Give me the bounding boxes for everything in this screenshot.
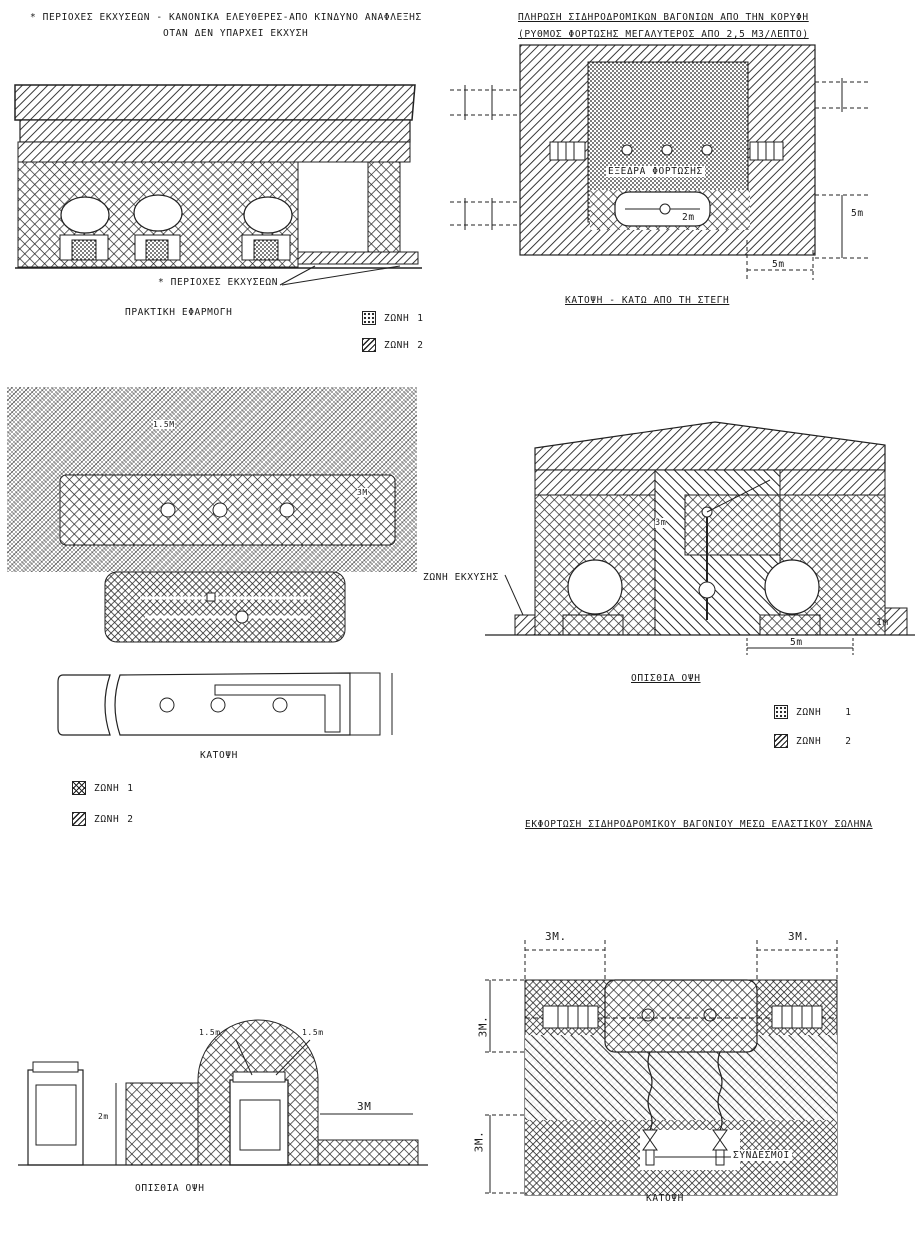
mid-right-rear-elevation (485, 421, 915, 655)
dim-5m: 5m (790, 637, 803, 648)
bottom-left-caption: ΟΠΙΣΘΙΑ ΟΨΗ (135, 1183, 205, 1194)
dim-1-5m: 1.5M (153, 420, 175, 429)
top-left-title-line2: ΟΤΑΝ ΔΕΝ ΥΠΑΡΧΕΙ ΕΚΧΥΣΗ (163, 28, 309, 39)
legend-zone-1: ΖΩΝΗ 1 (774, 705, 852, 719)
dim-5m-horizontal: 5m (772, 259, 785, 270)
zone-1-swatch-icon (72, 781, 86, 795)
legend-num: 1 (845, 706, 852, 718)
dim-3m-side-bottom: 3M. (472, 1130, 486, 1153)
legend-zone-2: ΖΩΝΗ 2 (72, 812, 134, 826)
dim-3m: 3M (357, 488, 368, 497)
bottom-right-plan-diagram (485, 940, 838, 1196)
legend-label: ΖΩΝΗ (94, 813, 120, 825)
top-right-caption: ΚΑΤΟΨΗ - ΚΑΤΩ ΑΠΟ ΤΗ ΣΤΕΓΗ (565, 295, 730, 306)
zone-2-swatch-icon (72, 812, 86, 826)
legend-label: ΖΩΝΗ (384, 339, 410, 351)
dim-2m: 2m (98, 1112, 109, 1121)
top-left-caption: ΠΡΑΚΤΙΚΗ ΕΦΑΡΜΟΓΗ (125, 307, 233, 318)
legend-zone-2: ΖΩΝΗ 2 (362, 338, 424, 352)
legend-num: 2 (417, 339, 424, 351)
legend-zone-1: ΖΩΝΗ 1 (362, 311, 424, 325)
legend-zone-1: ΖΩΝΗ 1 (72, 781, 134, 795)
dim-1m: 1m (876, 617, 889, 628)
bottom-left-rear-elevation (18, 1019, 428, 1166)
mid-right-caption: ΟΠΙΣΘΙΑ ΟΨΗ (631, 673, 701, 684)
dim-1-5m-right: 1.5m (302, 1028, 324, 1037)
dim-2m: 2m (682, 212, 695, 223)
mid-left-legend: ΖΩΝΗ 1 ΖΩΝΗ 2 (72, 781, 134, 826)
dim-3m-top-left: 3M. (545, 930, 567, 943)
dim-3m-top-right: 3M. (788, 930, 810, 943)
legend-num: 2 (127, 813, 134, 825)
dim-3m: 3M (357, 1100, 372, 1113)
zone-1-swatch-icon (774, 705, 788, 719)
legend-num: 1 (127, 782, 134, 794)
bottom-right-caption: ΚΑΤΟΨΗ (646, 1193, 684, 1204)
bottom-right-title: ΕΚΦΟΡΤΩΣΗ ΣΙΔΗΡΟΔΡΟΜΙΚΟΥ ΒΑΓΟΝΙΟΥ ΜΕΣΩ Ε… (525, 819, 873, 830)
zone-2-swatch-icon (362, 338, 376, 352)
top-right-plan-diagram (450, 44, 870, 280)
spill-zone-label: ΖΩΝΗ ΕΚΧΥΣΗΣ (423, 572, 499, 583)
zone-1-swatch-icon (362, 311, 376, 325)
connectors-label: ΣΥΝΔΕΣΜΟΙ (731, 1150, 792, 1161)
dim-5m-vertical: 5m (851, 208, 864, 219)
mid-left-plan-diagram (7, 387, 417, 643)
loading-arm-label: ΕΞΕΔΡΑ ΦΟΡΤΩΣΗΣ (606, 166, 705, 177)
legend-num: 2 (845, 735, 852, 747)
top-left-legend: ΖΩΝΗ 1 ΖΩΝΗ 2 (362, 311, 424, 352)
dim-3m: 3m (655, 518, 667, 528)
dim-1-5m-left: 1.5m (199, 1028, 221, 1037)
top-right-title-line1: ΠΛΗΡΩΣΗ ΣΙΔΗΡΟΔΡΟΜΙΚΩΝ ΒΑΓΟΝΙΩΝ ΑΠΟ ΤΗΝ … (518, 12, 809, 23)
zone-2-swatch-icon (774, 734, 788, 748)
legend-label: ΖΩΝΗ (796, 706, 822, 718)
legend-zone-2: ΖΩΝΗ 2 (774, 734, 852, 748)
legend-label: ΖΩΝΗ (796, 735, 822, 747)
spill-areas-label: * ΠΕΡΙΟΧΕΣ ΕΚΧΥΣΕΩΝ (158, 277, 279, 288)
mid-left-caption: ΚΑΤΟΨΗ (200, 750, 238, 761)
top-left-title-line1: * ΠΕΡΙΟΧΕΣ ΕΚΧΥΣΕΩΝ - ΚΑΝΟΝΙΚΑ ΕΛΕΥΘΕΡΕΣ… (30, 12, 422, 23)
top-right-title-line2: (ΡΥΘΜΟΣ ΦΟΡΤΩΣΗΣ ΜΕΓΑΛΥΤΕΡΟΣ ΑΠΟ 2,5 Μ3/… (518, 29, 809, 40)
top-left-elevation-diagram (14, 84, 422, 286)
dim-3m-side-top: 3M. (476, 1015, 490, 1038)
truck-plan-outline (57, 672, 393, 736)
legend-label: ΖΩΝΗ (384, 312, 410, 324)
mid-right-legend: ΖΩΝΗ 1 ΖΩΝΗ 2 (774, 705, 852, 748)
legend-num: 1 (417, 312, 424, 324)
legend-label: ΖΩΝΗ (94, 782, 120, 794)
